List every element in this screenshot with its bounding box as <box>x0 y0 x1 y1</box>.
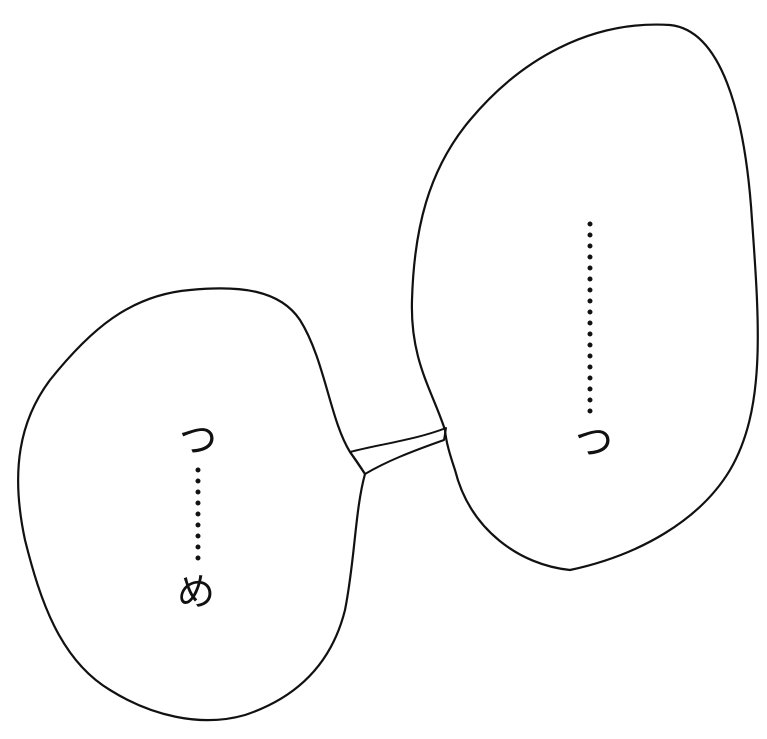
left-balloon-text-start: つ <box>179 418 217 462</box>
right-speech-balloon <box>412 25 758 570</box>
balloon-connector <box>350 428 446 474</box>
left-balloon-text-end: め <box>177 570 215 614</box>
right-balloon-text-start: つ <box>575 420 613 464</box>
left-speech-balloon <box>18 288 365 720</box>
